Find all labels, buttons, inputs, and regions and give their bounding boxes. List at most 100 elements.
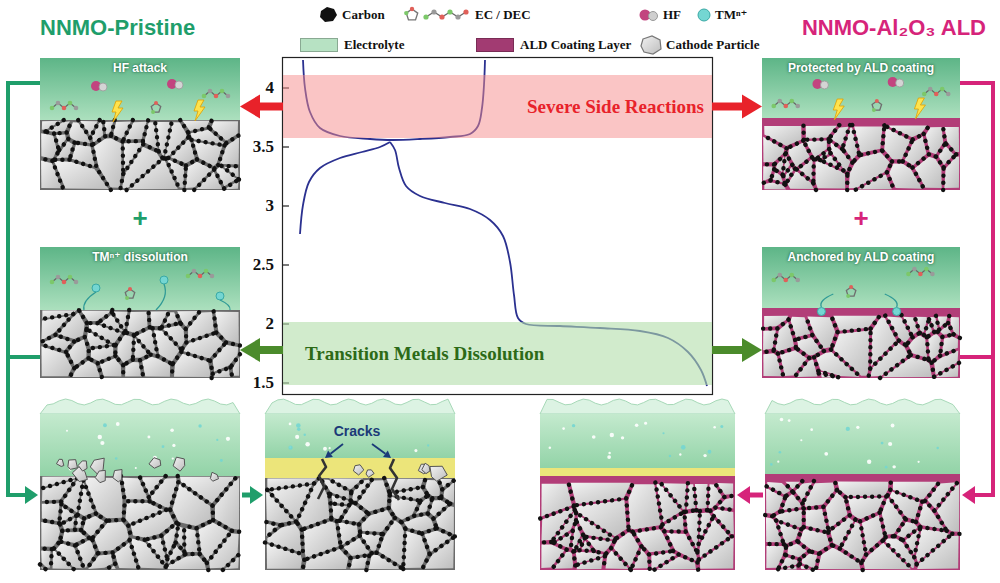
- electrolyte-speck: [135, 467, 137, 469]
- panel-art: [762, 58, 960, 190]
- band-label: Transition Metals Dissolution: [305, 343, 544, 365]
- carbon-dots: [540, 482, 735, 570]
- ald-layer: [762, 308, 960, 315]
- molecule-atom: [202, 94, 207, 99]
- axis-tick-label: 4: [266, 78, 275, 98]
- electrolyte: [762, 58, 960, 118]
- particle-fragment: [210, 472, 218, 481]
- cathode-grain: [763, 330, 776, 350]
- reaction-panel: HF attack: [40, 58, 240, 190]
- legend-swatch: [300, 38, 338, 52]
- arrow-head: [962, 486, 975, 504]
- side-heading: NNMO-Al₂O₃ ALD: [802, 15, 986, 40]
- panel-title: Anchored by ALD coating: [788, 251, 935, 265]
- voltage-band: Severe Side Reactions: [283, 75, 712, 138]
- electrolyte-speck: [800, 439, 802, 441]
- arrow-shaft: [712, 346, 743, 354]
- electrolyte-speck: [592, 435, 596, 439]
- molecule-atom: [849, 285, 853, 289]
- molecule-atom: [62, 280, 67, 285]
- electrolyte-speck: [669, 455, 671, 457]
- panel-art: [40, 58, 240, 190]
- grain-boundary: [540, 482, 735, 570]
- flow-arrow: [712, 338, 762, 362]
- molecule-atom: [795, 104, 800, 109]
- electrolyte: [40, 414, 240, 476]
- electrolyte-speck: [679, 453, 681, 455]
- carbon-dots: [765, 481, 960, 570]
- electrolyte-speck: [770, 463, 773, 466]
- panel-art: [40, 247, 240, 378]
- electrolyte-speck: [788, 419, 791, 422]
- molecule-atom: [795, 278, 800, 283]
- electrolyte-speck: [635, 424, 639, 428]
- molecule-atom: [128, 287, 132, 291]
- molecule-atom: [928, 87, 933, 92]
- electrolyte-speck: [549, 446, 552, 449]
- electrolyte-surface: [765, 399, 960, 414]
- electrolyte: [762, 247, 960, 308]
- arrow-head: [25, 486, 38, 504]
- hf-molecule: [175, 81, 183, 89]
- side-heading: NNMO-Pristine: [40, 15, 195, 40]
- particle-fragment: [366, 470, 374, 478]
- electrolyte-speck: [608, 452, 610, 454]
- electrolyte-speck: [296, 423, 301, 428]
- cathode-grain: [94, 522, 128, 552]
- electrolyte-speck: [810, 428, 813, 431]
- flow-arrow: [240, 338, 283, 362]
- molecule-atom: [214, 94, 219, 99]
- chart-frame: [283, 58, 713, 395]
- molecule-atom: [50, 280, 55, 285]
- legend-label: ALD Coating Layer: [520, 38, 631, 53]
- electrolyte-speck: [681, 445, 686, 450]
- carbon-dots: [265, 478, 455, 570]
- electrolyte-speck: [147, 435, 150, 438]
- electrolyte-speck: [610, 433, 614, 437]
- electrolyte-speck: [780, 418, 784, 422]
- molecule-atom: [918, 272, 923, 277]
- electrolyte-speck: [329, 447, 331, 449]
- arrow-shaft: [259, 346, 283, 354]
- electrolyte-speck: [720, 425, 723, 428]
- tm-ion-icon: [698, 9, 710, 21]
- cathode-grain: [764, 316, 788, 327]
- reaction-panel: Anchored by ALD coating: [762, 247, 960, 378]
- flow-arrow: [240, 95, 283, 119]
- molecule-atom: [777, 99, 782, 104]
- cathode-grain: [185, 528, 198, 552]
- atom-icon: [404, 11, 408, 15]
- molecule-atom: [220, 89, 225, 94]
- molecule-atom: [154, 101, 158, 105]
- hf-molecule: [896, 79, 904, 87]
- electrode-block: [765, 399, 960, 570]
- axis-tick-label: 2.5: [253, 255, 274, 275]
- cathode-grain: [709, 484, 722, 508]
- axis-tick-label: 3: [266, 196, 275, 216]
- plus-sign: +: [132, 204, 147, 234]
- cathode-grain: [125, 122, 147, 140]
- reaction-panel: Protected by ALD coating: [762, 58, 960, 190]
- cathode-grain: [41, 550, 50, 567]
- molecule-atom: [789, 99, 794, 104]
- electrolyte-speck: [100, 441, 104, 445]
- flow-bracket: [960, 355, 993, 359]
- ion-path: [84, 292, 96, 310]
- cathode-grain: [766, 546, 784, 568]
- grain-boundary: [765, 481, 960, 570]
- molecule-atom: [210, 274, 215, 279]
- molecule-atom: [74, 280, 79, 285]
- molecule-atom: [846, 294, 850, 298]
- plus-sign: +: [853, 204, 868, 234]
- electrolyte-speck: [288, 445, 292, 449]
- electrolyte-speck: [713, 426, 716, 429]
- flow-bracket: [8, 83, 40, 495]
- electrolyte-speck: [220, 459, 223, 462]
- electrolyte-speck: [216, 439, 218, 441]
- electrolyte: [265, 414, 455, 458]
- legend-label: HF: [663, 8, 681, 23]
- voltage-curve: [300, 142, 390, 234]
- grain-boundary: [40, 476, 240, 570]
